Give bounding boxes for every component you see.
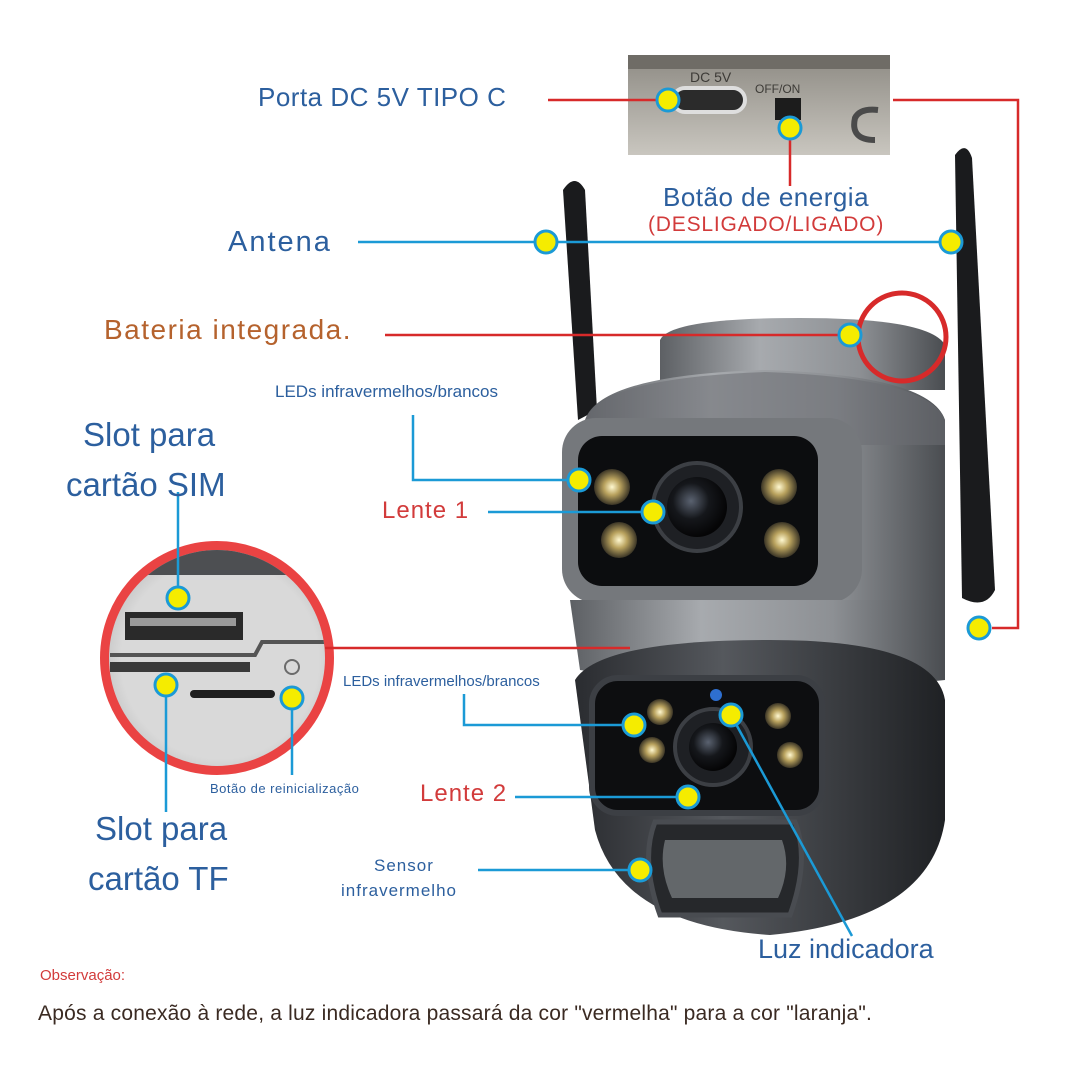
sensor-label-line2: infravermelho (341, 881, 457, 900)
marker-indicator (718, 702, 744, 728)
pir-window (662, 840, 787, 898)
inset-background (109, 550, 325, 766)
marker-battery (837, 322, 863, 348)
slot-inset (100, 541, 334, 775)
reset-button-hole (284, 659, 300, 675)
battery-label: Bateria integrada. (104, 314, 353, 345)
dc-port-label: Porta DC 5V TIPO C (258, 82, 507, 112)
marker-camera-side (966, 615, 992, 641)
tf-slot-edge (110, 640, 325, 657)
marker-lens-2 (675, 784, 701, 810)
antenna-label: Antena (228, 226, 332, 258)
sim-slot-label-line2: cartão SIM (66, 466, 226, 503)
led-1a (594, 469, 630, 505)
leader-panel-to-camera (893, 98, 1020, 630)
markers (153, 87, 992, 883)
marker-power-button (777, 115, 803, 141)
reset-slot (190, 690, 275, 698)
marker-lens-1 (640, 499, 666, 525)
indicator-light (710, 689, 722, 701)
sensor-label-line1: Sensor (374, 856, 434, 875)
leds-top-label: LEDs infravermelhos/brancos (275, 382, 498, 401)
note-title: Observação: (40, 967, 126, 984)
marker-reset (279, 685, 305, 711)
marker-leds-top (566, 467, 592, 493)
usb-c-port (671, 86, 747, 114)
port-panel-switch-text: OFF/ON (755, 82, 800, 96)
port-panel-dc-text: DC 5V (690, 69, 732, 85)
leader-leds-bottom (462, 694, 632, 727)
led-2d (777, 742, 803, 768)
marker-dc-port (655, 87, 681, 113)
tf-slot-label-line2: cartão TF (88, 860, 229, 897)
sim-slot-tray (130, 618, 236, 626)
led-1c (761, 469, 797, 505)
marker-sim-slot (165, 585, 191, 611)
tf-slot-body (110, 662, 250, 672)
marker-leds-bottom (621, 712, 647, 738)
port-panel: DC 5V OFF/ON (628, 55, 890, 155)
marker-sensor (627, 857, 653, 883)
tf-slot-label-line1: Slot para (95, 810, 228, 847)
antenna-left (563, 181, 597, 420)
port-panel-edge (628, 55, 890, 69)
lens-2-glass (689, 723, 737, 771)
led-1b (601, 522, 637, 558)
note-text: Após a conexão à rede, a luz indicadora … (38, 1002, 873, 1025)
marker-antenna-right (938, 229, 964, 255)
led-2b (639, 737, 665, 763)
marker-tf-slot (153, 672, 179, 698)
led-1d (764, 522, 800, 558)
marker-antenna-left (533, 229, 559, 255)
leader-lines (164, 98, 1020, 937)
lens-1-label: Lente 1 (382, 497, 470, 524)
leader-leds-top (411, 415, 577, 482)
inset-glow (100, 541, 334, 775)
leds-bottom-label: LEDs infravermelhos/brancos (343, 673, 540, 690)
port-panel-cable (851, 106, 879, 143)
leader-indicator (729, 714, 854, 937)
camera-body (562, 148, 995, 935)
power-switch (775, 98, 801, 120)
lens-1-glass (667, 477, 727, 537)
led-2c (765, 703, 791, 729)
antenna-right (955, 148, 995, 603)
lens-2-label: Lente 2 (420, 780, 508, 807)
sim-slot-label-line1: Slot para (83, 416, 216, 453)
led-2a (647, 699, 673, 725)
reset-button-label: Botão de reinicialização (210, 781, 360, 796)
power-button-label: Botão de energia (663, 182, 870, 212)
indicator-label: Luz indicadora (758, 934, 934, 964)
power-button-sublabel: (DESLIGADO/LIGADO) (648, 213, 885, 236)
